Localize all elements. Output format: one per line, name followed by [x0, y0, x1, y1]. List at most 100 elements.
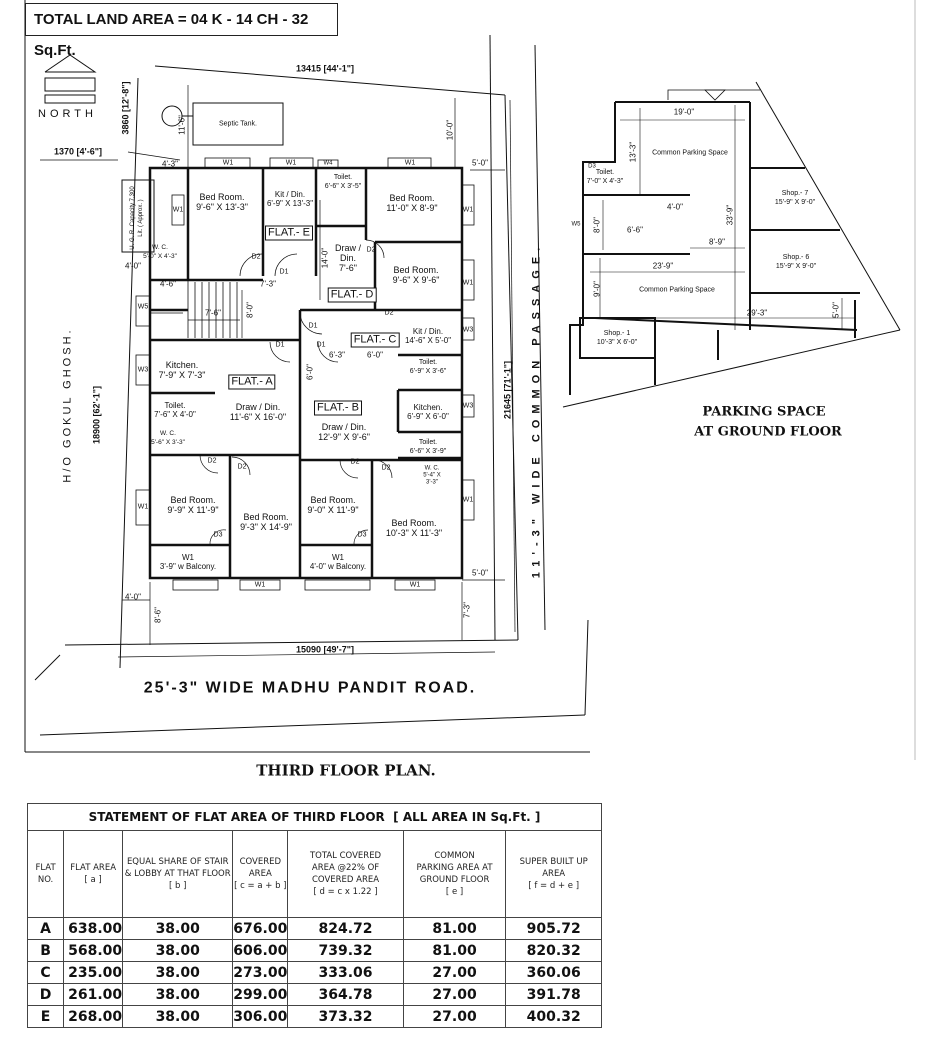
room-name: Toilet. — [595, 169, 615, 176]
dim-6-0-vertical: 6'-0" — [305, 364, 315, 380]
area-cell: 38.00 — [122, 1005, 234, 1028]
flat-no-cell: D — [26, 983, 65, 1006]
room-flat-e-wc: W. C.5'-0" X 4'-3" — [143, 243, 177, 261]
column-header-line: GROUND FLOOR — [419, 875, 490, 885]
flat-d-label: FLAT.- D — [327, 287, 377, 303]
area-cell: 27.00 — [402, 961, 507, 984]
parking-dim-33-9: 33'-9" — [725, 204, 735, 226]
door-tag-d1: D1 — [275, 341, 285, 349]
parking-dim-19-0: 19'-0" — [673, 107, 695, 117]
room-size: 5'-4" X — [423, 472, 441, 479]
column-header-line: COVERED — [239, 857, 282, 867]
room-flat-d-bedroom-1: Bed Room.11'-0" X 8'-9" — [386, 193, 437, 213]
room-name: Bed Room. — [389, 193, 435, 203]
room-flat-a-kitchen: Kitchen.7'-9" X 7'-3" — [159, 360, 206, 380]
window-tag-w1: W1 — [404, 159, 416, 167]
parking-dim-13-3: 13'-3" — [628, 141, 638, 163]
room-flat-b-kitchen: Kitchen.6'-9" X 6'-0" — [407, 403, 449, 421]
door-tag-d3: D3 — [213, 531, 223, 539]
dim-11-6: 11'-6" — [177, 115, 187, 135]
shop-1: Shop.- 1 10'-3" X 6'-0" — [597, 329, 637, 347]
area-cell: 268.00 — [63, 1005, 124, 1028]
table-caption-text: STATEMENT OF FLAT AREA OF THIRD FLOOR — [88, 810, 385, 824]
flat-area-statement-table: STATEMENT OF FLAT AREA OF THIRD FLOOR [ … — [26, 803, 602, 1028]
parking-plan-walls — [569, 101, 860, 395]
room-name: Kitchen. — [165, 360, 199, 370]
room-flat-e-bedroom: Bed Room.9'-6" X 13'-3" — [196, 192, 248, 212]
parking-dim-8-9: 8'-9" — [709, 237, 725, 247]
column-header-line: NO. — [37, 875, 54, 885]
window-tag-w1: W1 — [254, 581, 266, 589]
area-cell: 81.00 — [402, 939, 507, 962]
dim-4-0-left: 4'-0" — [125, 261, 141, 271]
area-cell: 739.32 — [287, 939, 404, 962]
room-name: Toilet. — [333, 174, 353, 181]
window-tag-w3: W3 — [137, 366, 149, 374]
dim-10-0: 10'-0" — [445, 119, 455, 141]
dimension-lines — [40, 85, 516, 658]
dim-7-3: 7'-3" — [260, 279, 276, 289]
dim-7-3-bottom: 7'-3" — [462, 602, 472, 618]
column-header-line: [ c = a + b ] — [234, 881, 287, 891]
room-name: Shop.- 1 — [603, 330, 631, 337]
room-name: Toilet. — [164, 401, 186, 410]
flat-no-cell: C — [26, 961, 65, 984]
column-header-line: [ d = c x 1.22 ] — [313, 887, 378, 897]
window-frames — [135, 157, 475, 591]
room-name: Kitchen. — [413, 403, 443, 412]
room-size: 9'-3" X 14'-9" — [240, 522, 292, 532]
window-tag-w5: W5 — [571, 221, 581, 228]
room-name: Toilet. — [418, 359, 438, 366]
room-size: 5'-6" X 3'-3" — [151, 439, 185, 446]
room-name: Bed Room. — [170, 495, 216, 505]
dim-4-0-bottom: 4'-0" — [125, 592, 141, 602]
area-cell: 820.32 — [505, 939, 602, 962]
dim-6-0: 6'-0" — [367, 350, 383, 360]
area-cell: 38.00 — [122, 983, 234, 1006]
room-size: 6'-9" X 6'-0" — [407, 412, 449, 421]
room-name: Kit / Din. — [412, 327, 444, 336]
column-header-line: AREA — [542, 869, 566, 879]
room-size: 9'-6" X 13'-3" — [196, 202, 248, 212]
room-name: Kit / Din. — [274, 190, 306, 199]
room-name: Bed Room. — [391, 518, 437, 528]
parking-plan-lines — [562, 81, 901, 408]
room-flat-a-bedroom-2: Bed Room.9'-3" X 14'-9" — [240, 512, 292, 532]
total-land-area-box: TOTAL LAND AREA = 04 K - 14 CH - 32 Sq.F… — [25, 3, 338, 59]
room-name: Shop.- 7 — [781, 190, 809, 197]
parking-dim-6-6: 6'-6" — [627, 225, 643, 235]
north-label: NORTH — [38, 108, 97, 120]
flat-no-cell: E — [26, 1005, 65, 1028]
area-cell: 27.00 — [402, 1005, 507, 1028]
room-name: W. C. — [152, 244, 168, 251]
room-size: 12'-9" X 9'-6" — [318, 432, 370, 442]
column-header-line: SUPER BUILT UP — [519, 857, 588, 867]
neighbour-label: H/O GOKUL GHOSH. — [61, 327, 74, 483]
room-size: 6'-9" X 3'-6" — [409, 368, 447, 375]
door-tag-d2: D2 — [207, 457, 217, 465]
room-size: 15'-9" X 9'-0" — [774, 199, 816, 206]
window-tag-w5: W5 — [137, 303, 149, 311]
area-cell: 905.72 — [505, 917, 602, 940]
door-tag-d2: D2 — [251, 253, 261, 261]
room-flat-b-bedroom-2: Bed Room.10'-3" X 11'-3" — [386, 518, 442, 538]
door-tag-d2: D2 — [381, 464, 391, 472]
room-name: Bed Room. — [310, 495, 356, 505]
column-header-line: EQUAL SHARE OF STAIR — [126, 857, 229, 867]
column-header-line: PARKING AREA AT — [416, 863, 493, 873]
room-flat-d-bedroom-2: Bed Room.9'-6" X 9'-6" — [393, 265, 440, 285]
door-tag-d3: D3 — [588, 163, 596, 170]
room-size: 9'-6" X 9'-6" — [392, 275, 440, 285]
room-size: 10'-3" X 6'-0" — [596, 339, 638, 346]
area-cell: 360.06 — [505, 961, 602, 984]
dim-6-3: 6'-3" — [329, 350, 345, 360]
